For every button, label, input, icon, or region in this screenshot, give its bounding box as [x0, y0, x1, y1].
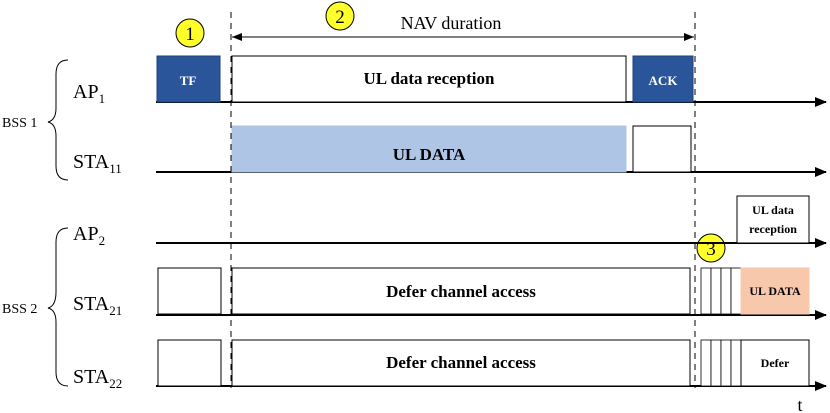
- station-label-sta11: STA11: [73, 151, 122, 176]
- station-label-ap1: AP1: [73, 81, 105, 106]
- marker-3: 3: [696, 233, 726, 263]
- svg-text:ACK: ACK: [649, 73, 679, 88]
- station-label-sta21: STA21: [73, 293, 122, 318]
- sta21-defer-block: Defer channel access: [231, 267, 691, 315]
- ul-data-block: UL DATA: [231, 125, 627, 173]
- svg-text:UL data reception: UL data reception: [364, 69, 496, 88]
- sta22-defer-block: Defer channel access: [231, 339, 691, 387]
- sta21-ul-data-block: UL DATA: [740, 267, 810, 315]
- bss2-label: BSS 2: [2, 302, 37, 317]
- svg-text:1: 1: [185, 24, 195, 45]
- svg-text:UL DATA: UL DATA: [749, 284, 801, 298]
- time-axis-label: t: [797, 395, 802, 413]
- sta21-empty-slot: [157, 267, 222, 315]
- tf-block: TF: [156, 55, 221, 103]
- sta22-defer-short-block: Defer: [740, 339, 810, 387]
- sta21-backoff-slots: [700, 267, 742, 315]
- nav-duration-label: NAV duration: [401, 13, 502, 33]
- station-label-sta22: STA22: [73, 366, 122, 391]
- svg-text:Defer channel access: Defer channel access: [386, 353, 536, 372]
- ap2-ul-data-reception-block: UL data reception: [736, 195, 810, 244]
- sta22-backoff-slots: [700, 339, 742, 387]
- marker-2: 2: [325, 1, 355, 31]
- station-label-ap2: AP2: [73, 223, 105, 248]
- bss1-label: BSS 1: [2, 116, 37, 131]
- svg-text:UL DATA: UL DATA: [393, 145, 466, 164]
- bss1-brace: [47, 59, 69, 181]
- ack-block: ACK: [632, 55, 694, 103]
- bss2-brace: [47, 227, 69, 387]
- svg-text:Defer: Defer: [761, 356, 790, 370]
- ul-data-reception-block: UL data reception: [231, 55, 627, 103]
- marker-1: 1: [175, 18, 205, 48]
- sta22-empty-slot: [157, 339, 222, 387]
- svg-text:Defer channel access: Defer channel access: [386, 282, 536, 301]
- svg-text:2: 2: [335, 7, 345, 28]
- svg-text:reception: reception: [749, 222, 797, 236]
- svg-text:TF: TF: [180, 73, 197, 88]
- sta11-empty-slot: [632, 125, 692, 173]
- svg-text:3: 3: [706, 239, 716, 260]
- svg-text:UL data: UL data: [752, 203, 794, 217]
